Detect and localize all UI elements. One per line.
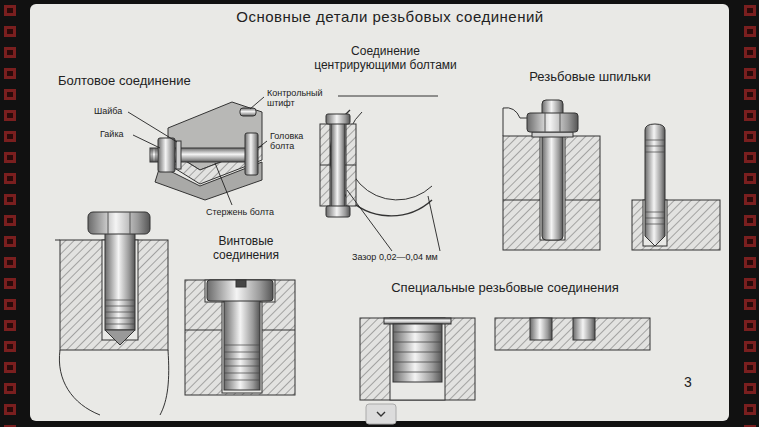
rod-edge bbox=[338, 96, 438, 97]
screw-slot bbox=[236, 280, 246, 287]
leader-line bbox=[133, 135, 160, 148]
housing-edge bbox=[503, 108, 530, 136]
threaded-insert bbox=[573, 318, 595, 340]
section-heading: Соединение центрирующими болтами bbox=[308, 45, 463, 73]
dimension-note: Зазор 0,02—0,04 мм bbox=[352, 252, 472, 262]
leader-line bbox=[428, 196, 440, 251]
part-label: Гайка bbox=[100, 129, 140, 139]
threaded-insert bbox=[530, 318, 552, 340]
hex-edge bbox=[545, 113, 560, 132]
film-sprockets bbox=[0, 0, 22, 427]
thread bbox=[224, 345, 260, 380]
nut bbox=[527, 113, 578, 132]
section-heading: Специальные резьбовые соединения bbox=[350, 281, 660, 296]
thread bbox=[393, 332, 442, 372]
flange-edge bbox=[55, 240, 60, 241]
bolt-connection bbox=[150, 102, 262, 200]
bolt-shank bbox=[105, 232, 135, 330]
bolt-tip bbox=[105, 330, 135, 345]
leader-line bbox=[128, 112, 177, 142]
part-label: Контрольный штифт bbox=[267, 88, 333, 109]
insert-flange bbox=[384, 318, 451, 324]
leader-lines bbox=[128, 97, 267, 205]
housing-bolt bbox=[55, 212, 169, 415]
section-heading: Винтовые соединения bbox=[200, 235, 292, 263]
screw-shank bbox=[224, 300, 260, 390]
stud bbox=[645, 124, 665, 246]
leader-lines bbox=[347, 190, 440, 251]
slide-number: 3 bbox=[684, 374, 704, 390]
viewer-button bbox=[366, 404, 396, 424]
slide-ground bbox=[30, 4, 729, 421]
thread bbox=[645, 140, 665, 224]
chevron-icon bbox=[377, 412, 385, 416]
leader-line bbox=[215, 163, 232, 205]
special-connection bbox=[360, 318, 650, 400]
part-label: Головка болта bbox=[270, 131, 322, 152]
leader-line bbox=[250, 97, 264, 109]
slide-title: Основные детали резьбовых соединений bbox=[160, 8, 620, 25]
housing-edge bbox=[59, 350, 100, 415]
part-section bbox=[360, 318, 475, 400]
rod-bore bbox=[330, 110, 432, 216]
part-label: Шайба bbox=[94, 106, 134, 116]
part-label: Стержень болта bbox=[206, 207, 306, 217]
washer bbox=[176, 141, 181, 169]
centering-bolt bbox=[320, 96, 438, 217]
counterbore bbox=[205, 280, 275, 302]
nut bbox=[158, 138, 175, 172]
hex-head bbox=[88, 212, 150, 234]
bolt-head bbox=[326, 114, 350, 124]
stud-connection bbox=[503, 100, 720, 250]
bearing-shell bbox=[346, 112, 432, 200]
nut bbox=[326, 206, 350, 217]
housing-edge bbox=[160, 350, 169, 415]
hex-edge bbox=[108, 212, 130, 234]
section-heading: Резьбовые шпильки bbox=[510, 70, 670, 85]
section-heading: Болтовое соединение bbox=[58, 74, 243, 89]
screw-connection bbox=[185, 280, 295, 395]
part-section bbox=[495, 318, 650, 350]
control-pin bbox=[240, 108, 256, 116]
bolt-shank bbox=[331, 120, 345, 212]
leader-line bbox=[258, 141, 267, 148]
plates-section bbox=[185, 280, 295, 395]
threaded-insert bbox=[393, 324, 442, 382]
bore bbox=[390, 318, 445, 400]
bolt-head bbox=[245, 133, 258, 175]
film-sprockets bbox=[737, 0, 759, 427]
screw-head bbox=[207, 280, 273, 301]
washer bbox=[532, 132, 573, 137]
leader-line bbox=[347, 190, 392, 251]
thread bbox=[105, 300, 135, 324]
